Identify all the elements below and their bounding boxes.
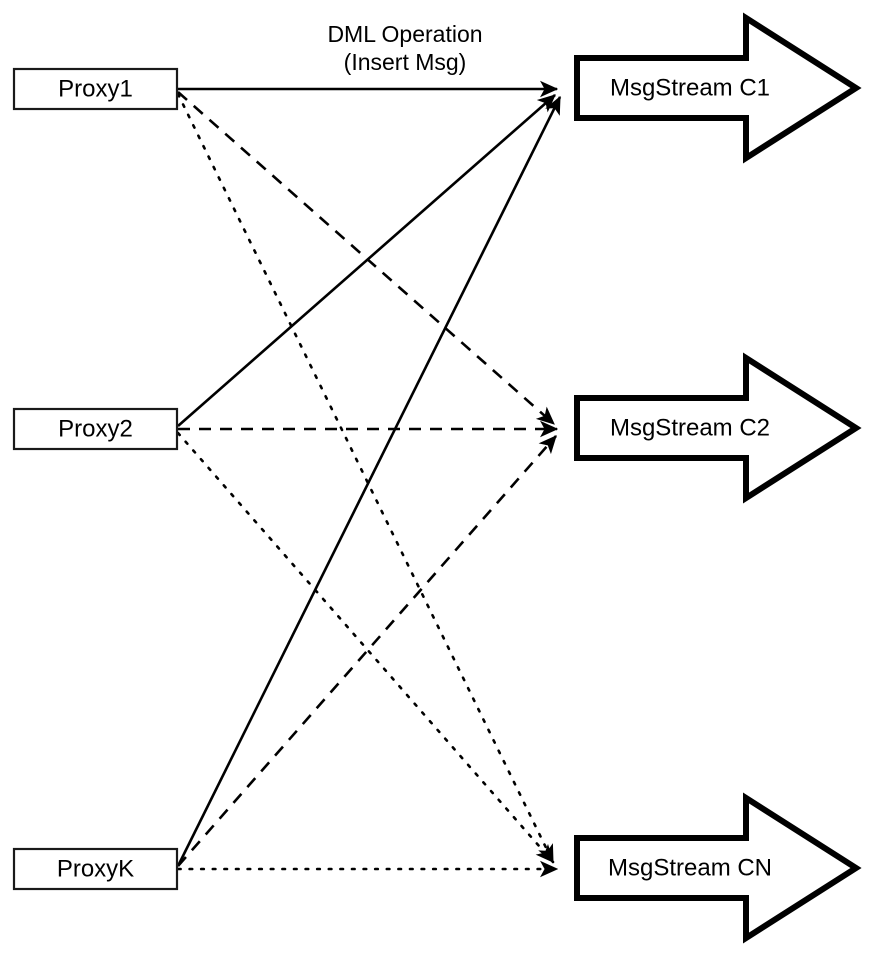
edge-group-proxyk [176, 95, 562, 878]
edge-proxy1-to-stream-cn [176, 92, 555, 864]
source-node-proxyk[interactable]: ProxyK [12, 847, 179, 891]
source-node-proxy2[interactable]: Proxy2 [12, 407, 179, 451]
stream-cn-arrow-shape[interactable] [574, 792, 862, 944]
stream-cn-label: MsgStream CN [608, 854, 772, 881]
proxyk-label: ProxyK [57, 855, 134, 882]
stream-c1-arrow-shape[interactable] [574, 12, 862, 164]
edge-label-line1: DML Operation [327, 21, 482, 47]
edge-group-proxy1 [176, 80, 559, 864]
target-node-stream-c1[interactable]: MsgStream C1 [574, 12, 862, 164]
edge-proxy2-to-stream-cn [176, 431, 555, 864]
edge-proxyk-to-stream-c2 [177, 435, 557, 867]
proxy1-label: Proxy1 [58, 75, 133, 102]
edge-proxy1-to-stream-c2 [177, 91, 555, 425]
target-node-stream-c2[interactable]: MsgStream C2 [574, 352, 862, 504]
edge-group-proxy2 [176, 94, 559, 864]
edge-label-dml-operation: DML Operation (Insert Msg) [327, 21, 482, 75]
edge-label-line2: (Insert Msg) [344, 49, 467, 75]
target-node-stream-cn[interactable]: MsgStream CN [574, 792, 862, 944]
stream-c1-label: MsgStream C1 [610, 74, 770, 101]
edge-proxy2-to-stream-c1 [177, 94, 556, 427]
source-node-proxy1[interactable]: Proxy1 [12, 67, 179, 111]
edge-proxyk-to-stream-c1 [176, 95, 562, 867]
stream-c2-arrow-shape[interactable] [574, 352, 862, 504]
proxy2-label: Proxy2 [58, 415, 133, 442]
proxy2-box[interactable] [12, 407, 179, 451]
proxy1-box[interactable] [12, 67, 179, 111]
proxyk-box[interactable] [12, 847, 179, 891]
stream-c2-label: MsgStream C2 [610, 414, 770, 441]
